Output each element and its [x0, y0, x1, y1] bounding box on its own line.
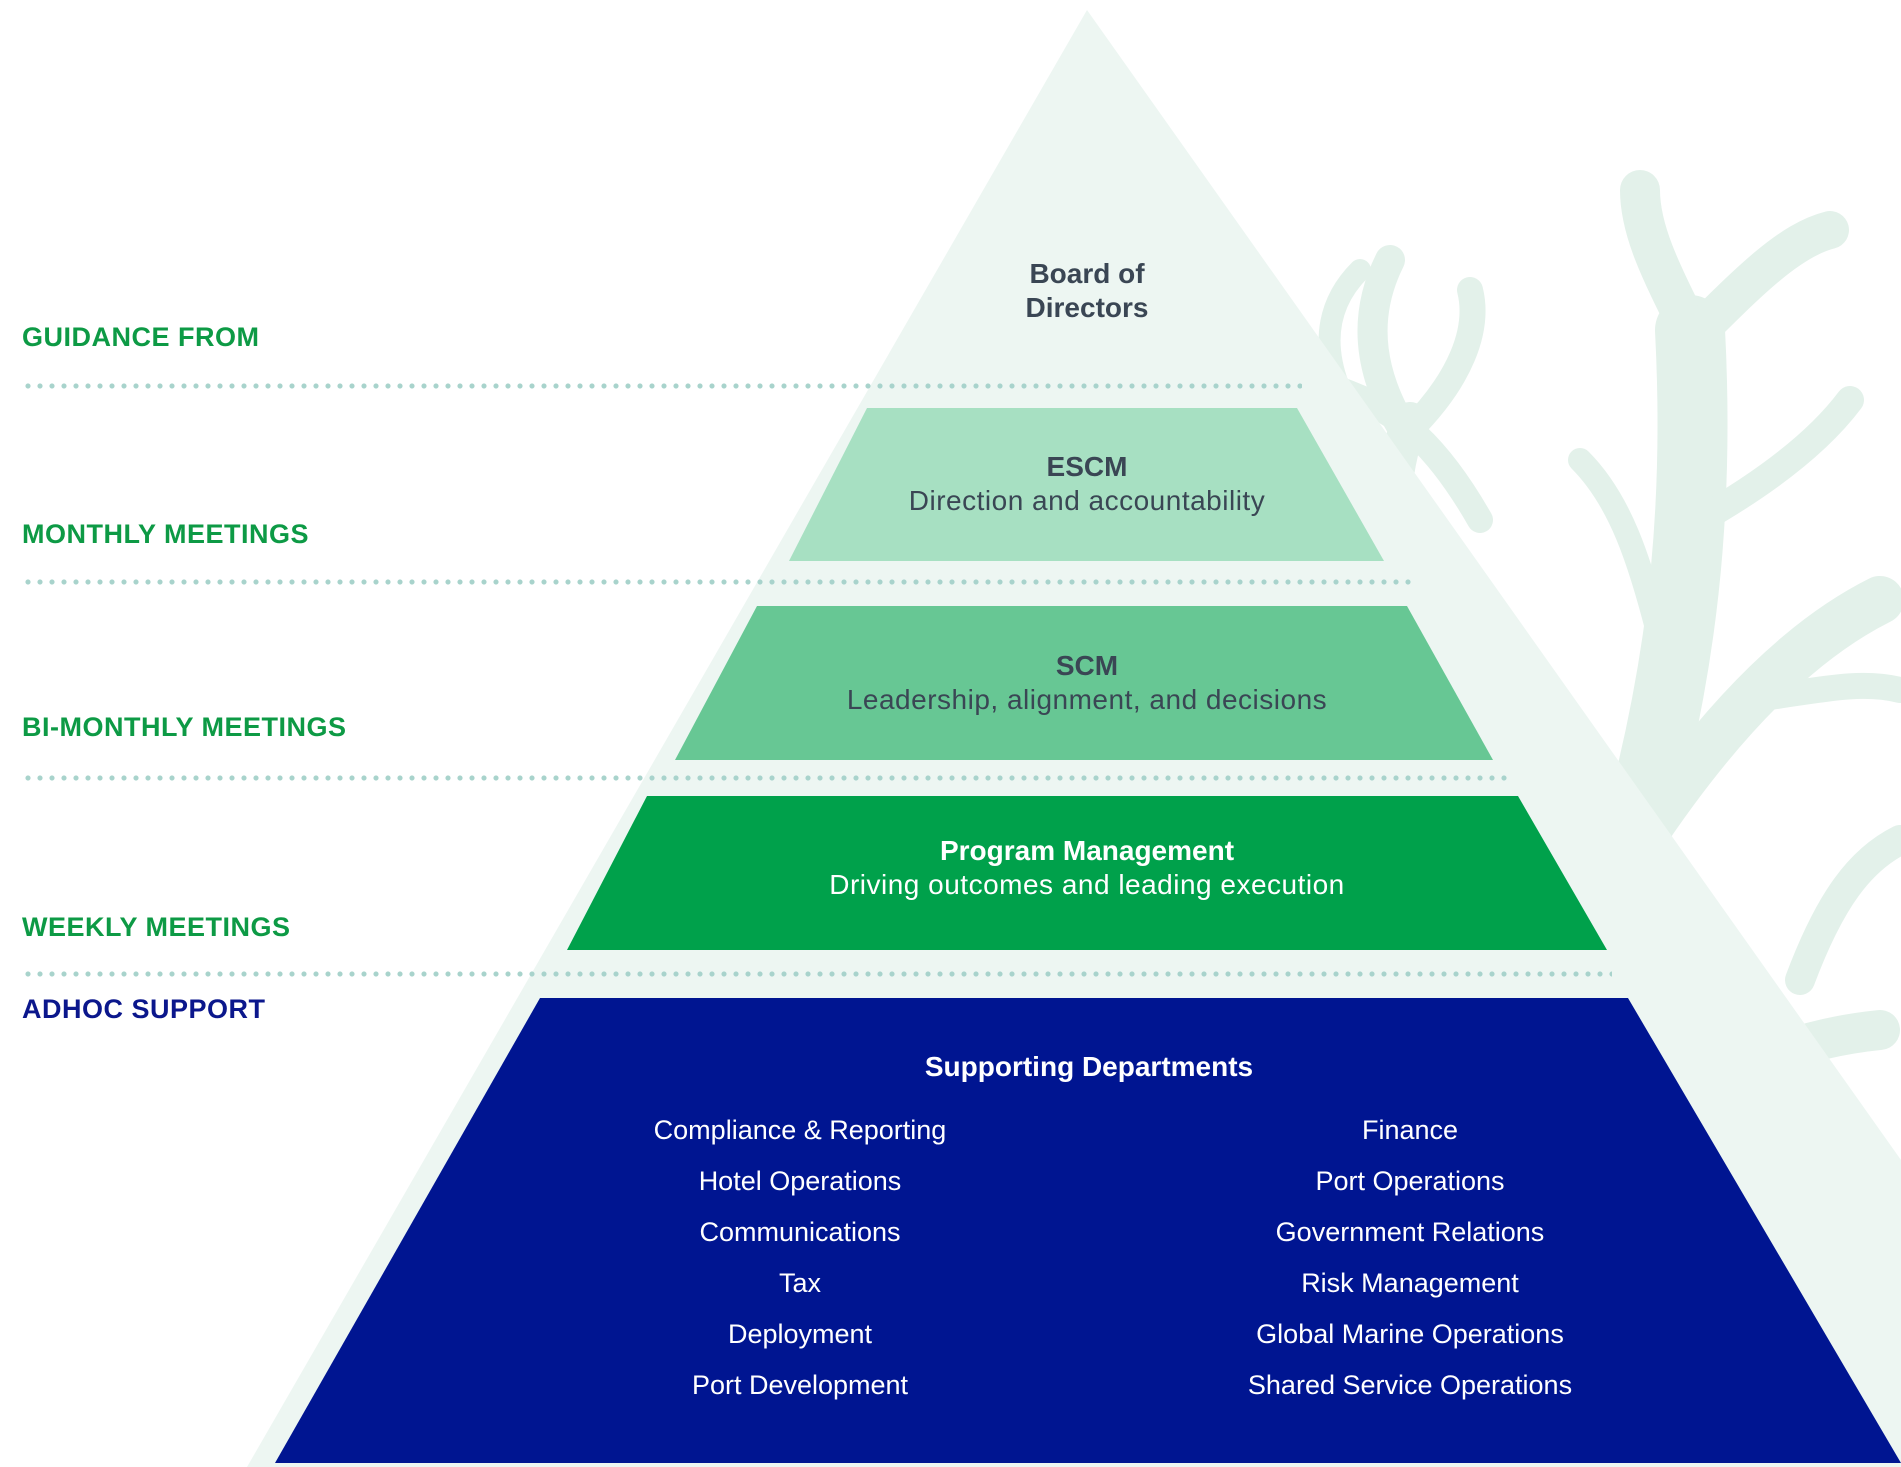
divider-guidance: [22, 383, 1302, 389]
tier-supporting-shape: [275, 998, 1901, 1463]
tier-program-text: Program Management Driving outcomes and …: [687, 834, 1487, 902]
label-adhoc-support: ADHOC SUPPORT: [22, 994, 266, 1024]
department-right-5: Shared Service Operations: [1247, 1370, 1573, 1400]
tier-scm-title: SCM: [1055, 650, 1119, 681]
tier-scm-subtitle: Leadership, alignment, and decisions: [846, 684, 1328, 715]
divider-weekly: [22, 971, 1612, 977]
department-right-2: Government Relations: [1275, 1217, 1545, 1247]
tier-supporting-title: Supporting Departments: [924, 1051, 1254, 1082]
department-left-4: Deployment: [727, 1319, 873, 1349]
department-right-3: Risk Management: [1301, 1268, 1519, 1298]
tier-escm-text: ESCM Direction and accountability: [787, 450, 1387, 518]
department-left-0: Compliance & Reporting: [653, 1115, 947, 1145]
department-left-3: Tax: [778, 1268, 822, 1298]
tier-scm-text: SCM Leadership, alignment, and decisions: [737, 649, 1437, 717]
tier-program-subtitle: Driving outcomes and leading execution: [829, 869, 1345, 900]
label-monthly-meetings: MONTHLY MEETINGS: [22, 519, 310, 549]
label-weekly-meetings: WEEKLY MEETINGS: [22, 912, 291, 942]
tier-scm-shape: [675, 606, 1493, 760]
department-left-5: Port Development: [691, 1370, 909, 1400]
divider-bimonthly: [22, 775, 1512, 781]
department-right-0: Finance: [1361, 1115, 1459, 1145]
label-guidance-from: GUIDANCE FROM: [22, 322, 260, 352]
tier-escm-shape: [789, 408, 1384, 561]
department-left-1: Hotel Operations: [698, 1166, 902, 1196]
label-bimonthly-meetings: BI-MONTHLY MEETINGS: [22, 712, 347, 742]
tier-program-shape: [567, 796, 1607, 950]
divider-monthly: [22, 579, 1412, 585]
tier-board-title: Board of Directors: [1025, 258, 1149, 323]
tier-escm-subtitle: Direction and accountability: [908, 485, 1266, 516]
tier-program-title: Program Management: [939, 835, 1235, 866]
department-right-4: Global Marine Operations: [1256, 1319, 1564, 1349]
department-right-1: Port Operations: [1315, 1166, 1505, 1196]
department-left-2: Communications: [699, 1217, 901, 1247]
tier-escm-title: ESCM: [1046, 451, 1128, 482]
